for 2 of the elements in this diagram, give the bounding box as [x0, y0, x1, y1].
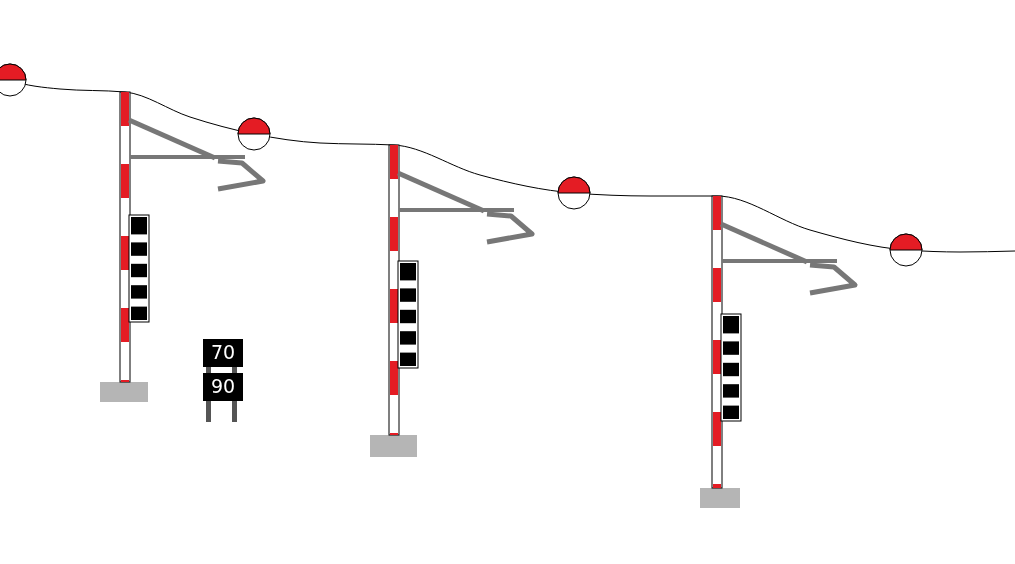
speed-sign: 90 — [203, 373, 243, 401]
speed-sign: 70 — [203, 339, 243, 367]
